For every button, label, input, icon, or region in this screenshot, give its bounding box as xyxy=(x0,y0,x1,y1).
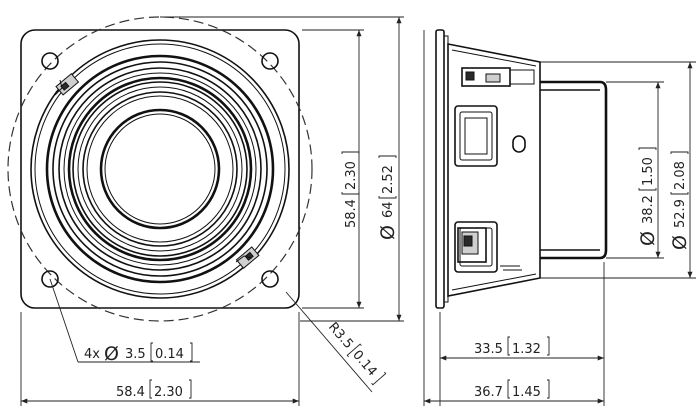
mounting-hole xyxy=(261,270,279,288)
front-frame xyxy=(20,29,300,309)
outer-diameter-inch: 2.52 xyxy=(381,165,396,194)
outer-diameter-value: 64 xyxy=(381,201,396,218)
magnet-depth-value: 33.5 xyxy=(474,342,503,357)
frame-height-inch: 2.30 xyxy=(344,161,359,190)
cone-outer xyxy=(67,76,253,262)
side-flange xyxy=(435,29,445,309)
mounting-holes xyxy=(41,52,279,288)
vent-slot xyxy=(512,135,526,153)
mounting-hole xyxy=(41,270,59,288)
inner-diameter-value: 38.2 xyxy=(641,195,656,224)
side-magnet xyxy=(540,80,608,260)
side-terminal xyxy=(461,67,535,87)
outer-diameter-symbol: Ø xyxy=(377,225,399,240)
hole-diameter-symbol: Ø xyxy=(104,343,119,365)
inner-diameter-symbol: Ø xyxy=(637,231,659,246)
basket-diameter-value: 52.9 xyxy=(673,199,688,228)
outer-diameter-circle xyxy=(7,16,313,322)
terminal-tab xyxy=(235,246,260,269)
front-view: 4x Ø 3.5 0.14 R3.5 0.14 58.4 2.30 58.4 2… xyxy=(7,16,404,406)
magnet-depth-inch: 1.32 xyxy=(512,342,541,357)
overall-depth-inch: 1.45 xyxy=(512,385,541,400)
basket-diameter-callout: Ø 52.9 2.08 xyxy=(669,151,691,250)
basket-diameter-symbol: Ø xyxy=(669,235,691,250)
frame-width-value: 58.4 xyxy=(116,385,145,400)
overall-depth-value: 36.7 xyxy=(474,385,503,400)
inner-diameter-callout: Ø 38.2 1.50 xyxy=(637,147,659,246)
mounting-hole xyxy=(261,52,279,70)
corner-radius-value: R3.5 xyxy=(325,320,356,352)
dust-cap xyxy=(99,108,221,230)
hole-count-prefix: 4x xyxy=(84,347,100,362)
frame-width-inch: 2.30 xyxy=(154,385,183,400)
inner-diameter-inch: 1.50 xyxy=(641,157,656,186)
basket-window xyxy=(454,221,498,273)
basket-window xyxy=(454,105,498,167)
frame-height-value: 58.4 xyxy=(344,199,359,228)
mounting-hole xyxy=(41,52,59,70)
corner-radius-inch: 0.14 xyxy=(349,348,379,380)
side-view: Ø 38.2 1.50 Ø 52.9 2.08 33.5 1.32 36.7 xyxy=(423,29,696,406)
surround-outer xyxy=(45,54,275,284)
hole-diameter-inch: 0.14 xyxy=(155,347,184,362)
gasket-ring xyxy=(30,39,290,299)
frame-height-callout: 58.4 2.30 xyxy=(341,151,360,228)
basket-diameter-inch: 2.08 xyxy=(673,161,688,190)
outer-diameter-callout: Ø 64 2.52 xyxy=(377,155,399,240)
hole-diameter-value: 3.5 xyxy=(125,347,146,362)
corner-radius-callout: R3.5 0.14 xyxy=(325,320,387,386)
side-terminal xyxy=(457,227,487,263)
